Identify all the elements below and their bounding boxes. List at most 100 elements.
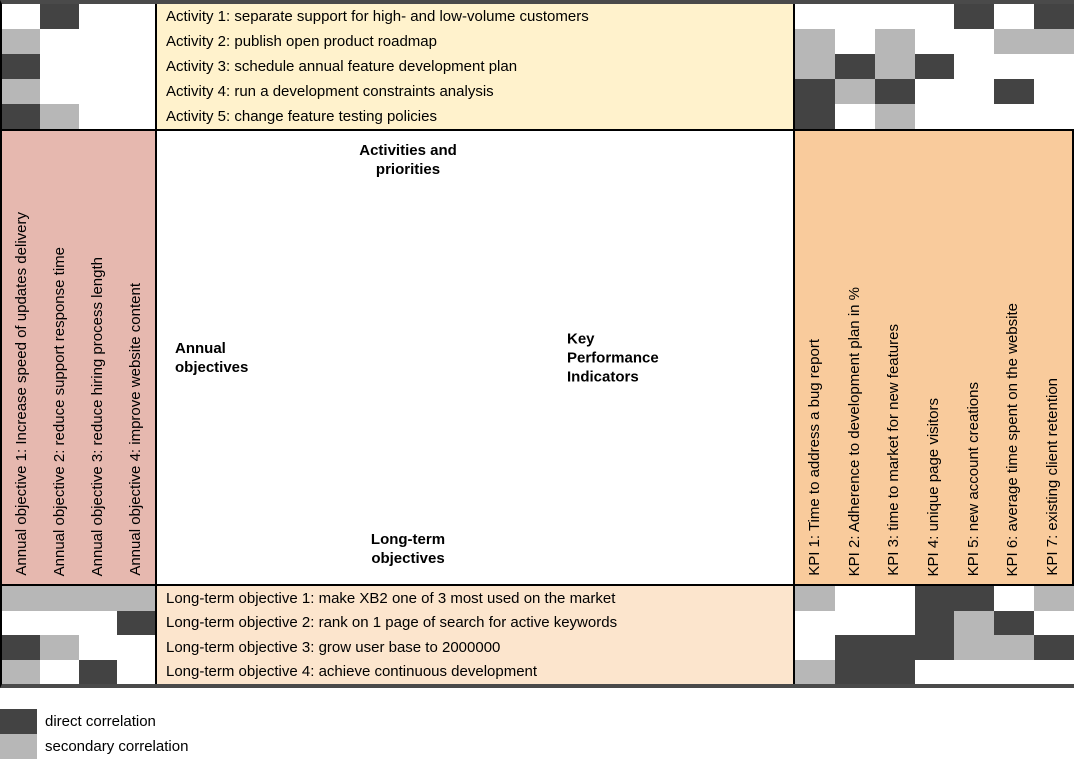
kpi: KPI 7: existing client retention	[1032, 131, 1072, 584]
cell-no-correlation	[835, 586, 875, 611]
cell-secondary-correlation	[994, 29, 1035, 54]
cell-no-correlation	[79, 635, 117, 660]
kpi-label: KPI 4: unique page visitors	[925, 397, 943, 576]
cell-secondary-correlation	[795, 586, 835, 611]
direct-correlation-label: direct correlation	[45, 713, 156, 730]
long-term-objective-item: Long-term objective 1: make XB2 one of 3…	[166, 589, 616, 607]
cell-direct-correlation	[795, 104, 835, 129]
cell-direct-correlation	[78, 659, 117, 684]
cell-no-correlation	[994, 104, 1034, 129]
cell-direct-correlation	[1034, 635, 1074, 660]
annual-objective: Annual objective 2: reduce support respo…	[40, 131, 78, 584]
cell-no-correlation	[915, 660, 955, 685]
cell-no-correlation	[117, 4, 155, 29]
cell-no-correlation	[875, 4, 915, 29]
cell-no-correlation	[117, 54, 155, 79]
cell-no-correlation	[117, 635, 155, 660]
cell-direct-correlation	[40, 4, 79, 29]
cell-direct-correlation	[914, 586, 955, 611]
cell-no-correlation	[994, 660, 1034, 685]
cell-direct-correlation	[874, 659, 915, 684]
cell-secondary-correlation	[2, 29, 41, 54]
cell-no-correlation	[2, 611, 40, 636]
cell-no-correlation	[1034, 79, 1074, 104]
cell-no-correlation	[79, 79, 117, 104]
cell-no-correlation	[835, 29, 875, 54]
cell-secondary-correlation	[2, 659, 41, 684]
activity-item: Activity 2: publish open product roadmap	[166, 33, 437, 50]
kpi: KPI 1: Time to address a bug report	[795, 131, 835, 584]
legend: direct correlation secondary correlation	[0, 709, 1074, 759]
annual-objective-label: Annual objective 3: reduce hiring proces…	[89, 256, 107, 576]
cell-direct-correlation	[874, 635, 915, 660]
cell-direct-correlation	[994, 79, 1035, 104]
cell-no-correlation	[954, 29, 994, 54]
cell-no-correlation	[835, 104, 875, 129]
cell-no-correlation	[994, 54, 1034, 79]
kpi: KPI 3: time to market for new features	[874, 131, 914, 584]
cell-no-correlation	[795, 4, 835, 29]
long-term-objective-item: Long-term objective 4: achieve continuou…	[166, 663, 538, 681]
annual-objective: Annual objective 3: reduce hiring proces…	[79, 131, 117, 584]
x-matrix: Activity 1: separate support for high- a…	[0, 0, 1074, 688]
cell-no-correlation	[915, 104, 955, 129]
cell-secondary-correlation	[40, 104, 79, 129]
activities-list: Activity 1: separate support for high- a…	[157, 4, 793, 129]
kpi-label: KPI 2: Adherence to development plan in …	[845, 286, 863, 576]
cell-direct-correlation	[795, 79, 835, 104]
cell-no-correlation	[795, 611, 835, 636]
cell-no-correlation	[79, 611, 117, 636]
cell-no-correlation	[954, 54, 994, 79]
cell-secondary-correlation	[795, 54, 835, 79]
cell-no-correlation	[1034, 54, 1074, 79]
cell-no-correlation	[40, 29, 78, 54]
cell-secondary-correlation	[116, 586, 155, 611]
cell-secondary-correlation	[795, 29, 835, 54]
cell-secondary-correlation	[2, 79, 41, 104]
cell-no-correlation	[40, 660, 78, 685]
cell-direct-correlation	[834, 659, 875, 684]
cell-secondary-correlation	[1034, 29, 1074, 54]
cell-direct-correlation	[116, 610, 155, 635]
cell-direct-correlation	[994, 610, 1035, 635]
cell-no-correlation	[40, 611, 78, 636]
cell-no-correlation	[875, 586, 915, 611]
cell-direct-correlation	[914, 635, 955, 660]
cell-direct-correlation	[2, 635, 41, 660]
activity-item: Activity 4: run a development constraint…	[166, 83, 494, 100]
cell-no-correlation	[117, 29, 155, 54]
annual-objectives-panel: Annual objective 1: Increase speed of up…	[2, 131, 155, 584]
annual-objectives-heading: Annual objectives	[175, 339, 249, 376]
cell-direct-correlation	[914, 54, 955, 79]
legend-secondary-row: secondary correlation	[0, 734, 1074, 759]
cell-secondary-correlation	[40, 586, 79, 611]
matrix-kpi-vs-activities	[795, 4, 1074, 129]
cell-no-correlation	[835, 4, 875, 29]
secondary-correlation-swatch	[0, 734, 37, 759]
cell-no-correlation	[915, 4, 955, 29]
long-term-objectives-heading: Long-term objectives	[370, 531, 446, 567]
cell-direct-correlation	[874, 79, 915, 104]
cell-secondary-correlation	[834, 79, 875, 104]
cell-secondary-correlation	[954, 610, 995, 635]
kpi: KPI 6: average time spent on the website	[993, 131, 1033, 584]
long-term-objectives-list: Long-term objective 1: make XB2 one of 3…	[157, 586, 793, 684]
cell-secondary-correlation	[1034, 586, 1074, 611]
cell-no-correlation	[40, 79, 78, 104]
cell-direct-correlation	[834, 635, 875, 660]
cell-direct-correlation	[834, 54, 875, 79]
cell-no-correlation	[2, 4, 40, 29]
cell-no-correlation	[117, 104, 155, 129]
annual-objective-label: Annual objective 1: Increase speed of up…	[12, 212, 30, 576]
kpi-label: KPI 3: time to market for new features	[885, 324, 903, 576]
cell-no-correlation	[835, 611, 875, 636]
annual-objective-label: Annual objective 2: reduce support respo…	[50, 246, 68, 576]
cell-secondary-correlation	[874, 29, 915, 54]
center-area: Activities and priorities Annual objecti…	[157, 131, 793, 584]
cell-direct-correlation	[2, 54, 41, 79]
cell-direct-correlation	[1034, 4, 1074, 29]
direct-correlation-swatch	[0, 709, 37, 734]
cell-secondary-correlation	[954, 635, 995, 660]
kpi: KPI 5: new account creations	[953, 131, 993, 584]
secondary-correlation-label: secondary correlation	[45, 738, 189, 755]
